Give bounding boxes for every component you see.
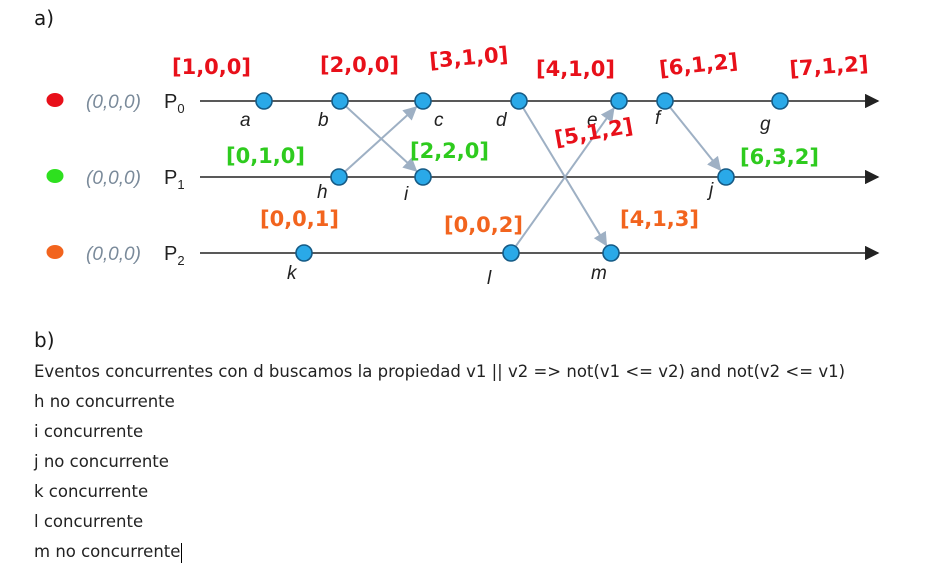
analysis-result-k: k concurrente	[34, 482, 149, 501]
process-name-p0: P0	[164, 91, 185, 116]
event-g	[771, 92, 789, 110]
part-a-label: a)	[34, 6, 55, 30]
event-label-e: e	[587, 110, 598, 131]
event-label-f: f	[655, 108, 662, 129]
analysis-intro: Eventos concurrentes con d buscamos la p…	[34, 362, 846, 381]
vector-clock-m: [4,1,3]	[620, 207, 699, 231]
event-j	[717, 168, 735, 186]
vector-clock-b: [2,0,0]	[320, 53, 399, 77]
analysis-result-i: i concurrente	[34, 422, 144, 441]
event-label-g: g	[760, 114, 771, 135]
process-color-dot-p1	[46, 169, 64, 183]
event-label-h: h	[317, 182, 328, 203]
process-init-p2: (0,0,0)	[86, 244, 141, 265]
vector-clock-f: [6,1,2]	[658, 49, 739, 81]
process-name-p1: P1	[164, 167, 185, 192]
vector-clock-h: [0,1,0]	[226, 144, 305, 168]
event-label-i: i	[404, 184, 409, 205]
vector-clock-c: [3,1,0]	[428, 42, 509, 73]
event-e	[610, 92, 628, 110]
vector-clock-k: [0,0,1]	[260, 207, 339, 231]
analysis-result-m-row: m no concurrente	[34, 537, 845, 567]
process-color-dot-p2	[46, 245, 64, 259]
part-b-label: b)	[34, 328, 55, 352]
event-k	[295, 244, 313, 262]
event-label-b: b	[318, 110, 329, 131]
vector-clock-e: [5,1,2]	[553, 114, 635, 151]
analysis-result-j: j no concurrente	[34, 452, 169, 471]
event-label-a: a	[240, 110, 251, 131]
process-name-p2: P2	[164, 243, 185, 268]
event-label-m: m	[591, 263, 607, 284]
process-timelines	[200, 93, 880, 261]
vector-clock-l: [0,0,2]	[444, 213, 523, 237]
process-labels: (0,0,0) P0 (0,0,0) P1 (0,0,0) P2	[46, 91, 185, 268]
vector-clock-j: [6,3,2]	[740, 145, 819, 169]
event-b	[331, 92, 349, 110]
event-label-j: j	[706, 180, 714, 201]
process-color-dot-p0	[46, 93, 64, 107]
event-a	[255, 92, 273, 110]
message-f-j	[669, 106, 722, 172]
message-arrows	[344, 105, 722, 248]
event-h	[330, 168, 348, 186]
vector-clock-a: [1,0,0]	[172, 55, 251, 79]
text-cursor	[181, 542, 183, 563]
vector-annotations: [1,0,0] [2,0,0] [3,1,0] [4,1,0] [5,1,2] [6,1,…	[172, 42, 869, 237]
analysis-text: Eventos concurrentes con d buscamos la p…	[34, 357, 845, 567]
event-f	[656, 92, 674, 110]
message-l-e	[514, 107, 615, 248]
event-d	[510, 92, 528, 110]
event-label-d: d	[496, 110, 508, 131]
event-c	[414, 92, 432, 110]
event-i	[414, 168, 432, 186]
event-label-c: c	[434, 110, 444, 131]
vector-clock-d: [4,1,0]	[536, 57, 615, 81]
event-m	[602, 244, 620, 262]
analysis-result-m: m no concurrente	[34, 542, 181, 561]
event-l	[502, 244, 520, 262]
analysis-result-l: l concurrente	[34, 512, 144, 531]
event-label-k: k	[287, 263, 298, 284]
event-label-l: l	[487, 268, 492, 289]
vector-clock-g: [7,1,2]	[789, 52, 869, 81]
vector-clock-diagram: a b c d e f g h i j k l m (0,0,0) P0 (0,0,0) P1 (0,0,0) P…	[46, 42, 880, 289]
events: a b c d e f g h i j k l m	[240, 92, 789, 289]
process-init-p0: (0,0,0)	[86, 92, 141, 113]
process-init-p1: (0,0,0)	[86, 168, 141, 189]
vector-clock-i: [2,2,0]	[410, 139, 489, 163]
analysis-result-h: h no concurrente	[34, 392, 175, 411]
message-h-c	[344, 106, 418, 173]
